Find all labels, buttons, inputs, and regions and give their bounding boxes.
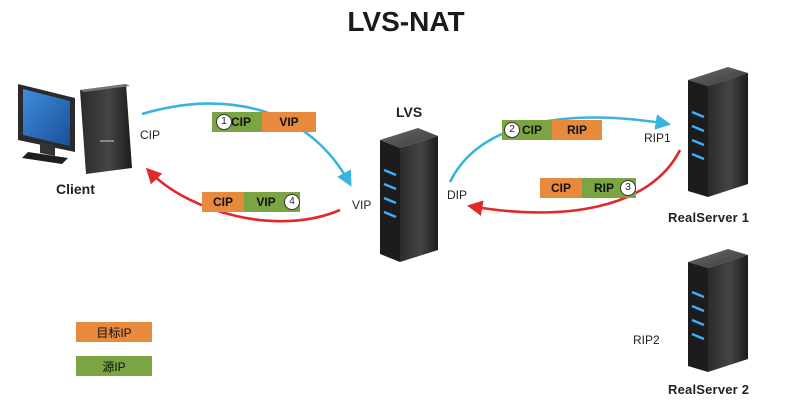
realserver2-icon [688, 249, 748, 372]
cip-interface-label: CIP [140, 128, 161, 142]
realserver2-label: RealServer 2 [668, 382, 750, 397]
rip2-interface-label: RIP2 [633, 333, 660, 347]
packet-step2: CIP RIP 2 [502, 120, 602, 140]
rip1-interface-label: RIP1 [644, 131, 671, 145]
client-computer-icon [18, 84, 132, 174]
packet-src-ip: CIP [202, 192, 244, 212]
diagram-title: LVS-NAT [347, 6, 465, 37]
packet-src-ip: CIP [540, 178, 582, 198]
step-number-badge: 4 [284, 194, 300, 210]
response-arrow-lvs-to-client [145, 167, 341, 223]
step-number-badge: 1 [216, 114, 232, 130]
lvs-label: LVS [396, 104, 423, 120]
realserver1-label: RealServer 1 [668, 210, 750, 225]
packet-dst-ip: VIP [262, 112, 316, 132]
packet-step3: CIP RIP 3 [540, 178, 636, 198]
dip-interface-label: DIP [447, 188, 468, 202]
lvs-server-icon [380, 128, 438, 262]
vip-interface-label: VIP [352, 198, 372, 212]
step-number-badge: 3 [620, 180, 636, 196]
legend-dst-ip: 目标IP [76, 322, 152, 342]
legend-src-ip: 源IP [76, 356, 152, 376]
step-number-badge: 2 [504, 122, 520, 138]
request-arrow-client-to-lvs [141, 102, 352, 187]
client-label: Client [56, 181, 95, 197]
packet-step4: CIP VIP 4 [202, 192, 300, 212]
packet-dst-ip: RIP [552, 120, 602, 140]
realserver1-icon [688, 67, 748, 197]
packet-step1: CIP VIP 1 [212, 112, 316, 132]
response-arrow-rs1-to-lvs [466, 149, 682, 216]
